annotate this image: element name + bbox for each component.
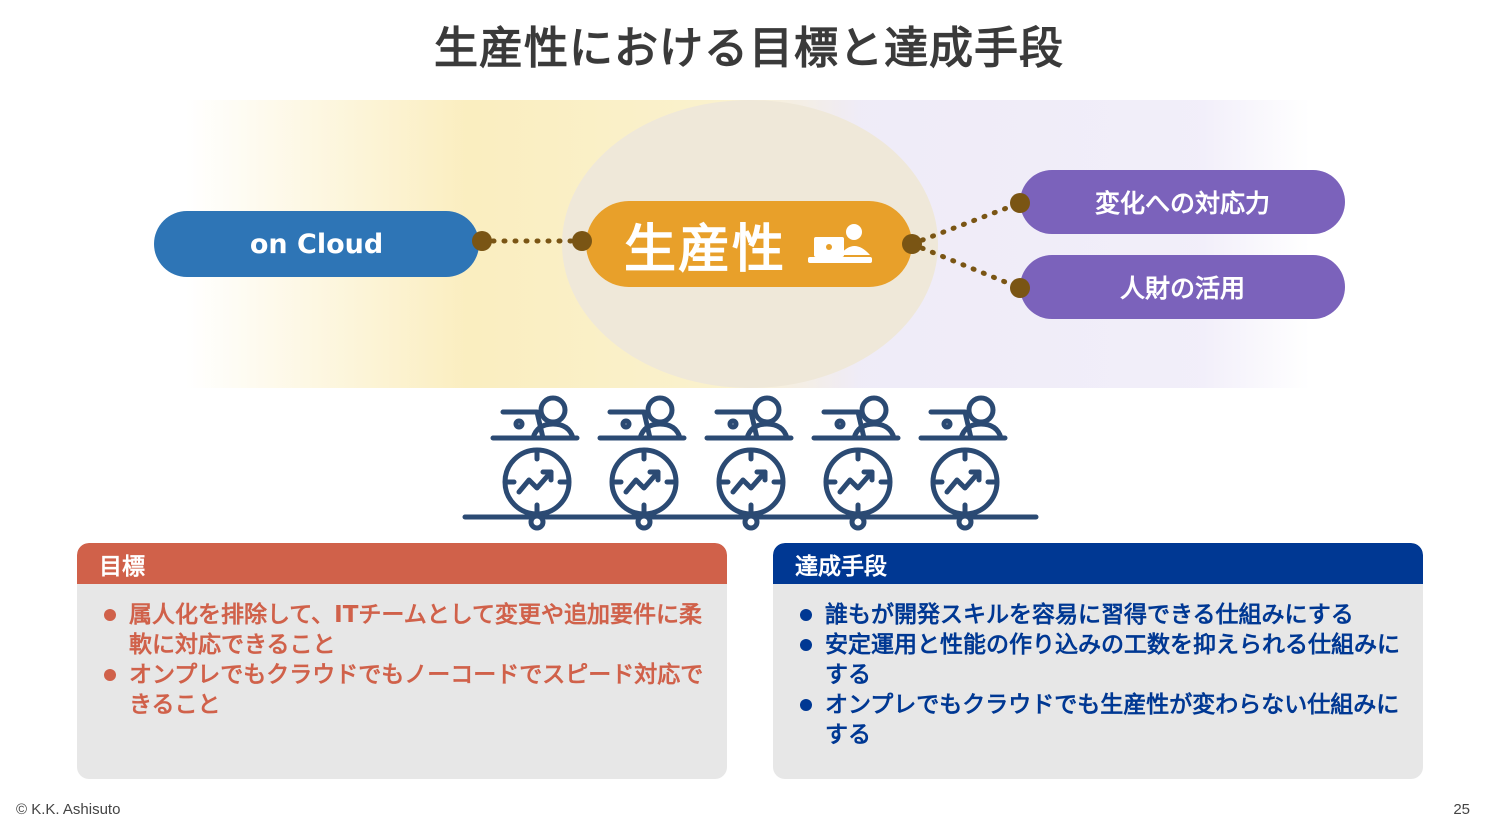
change-response-pill: 変化への対応力 bbox=[1020, 170, 1345, 234]
worker-icon-5 bbox=[921, 398, 1005, 528]
change-response-label: 変化への対応力 bbox=[1094, 189, 1270, 218]
goal-item-2: オンプレでもクラウドでもノーコードでスピード対応できること bbox=[99, 660, 707, 720]
means-item-1: 誰もが開発スキルを容易に習得できる仕組みにする bbox=[795, 600, 1403, 630]
laptop-person-icon bbox=[808, 224, 872, 263]
means-list: 誰もが開発スキルを容易に習得できる仕組みにする 安定運用と性能の作り込みの工数を… bbox=[773, 584, 1423, 750]
means-item-3: オンプレでもクラウドでも生産性が変わらない仕組みにする bbox=[795, 690, 1403, 750]
means-item-2: 安定運用と性能の作り込みの工数を抑えられる仕組みにする bbox=[795, 630, 1403, 690]
page-number: 25 bbox=[1453, 801, 1470, 818]
page-title: 生産性における目標と達成手段 bbox=[434, 23, 1064, 74]
productivity-pill: 生産性 bbox=[586, 201, 912, 287]
talent-use-pill: 人財の活用 bbox=[1020, 255, 1345, 319]
goal-panel: 目標 属人化を排除して、ITチームとして変更や追加要件に柔軟に対応できること オ… bbox=[77, 543, 727, 779]
on-cloud-label: on Cloud bbox=[249, 228, 384, 260]
copyright: © K.K. Ashisuto bbox=[16, 801, 121, 818]
talent-use-label: 人財の活用 bbox=[1119, 274, 1245, 303]
means-panel: 達成手段 誰もが開発スキルを容易に習得できる仕組みにする 安定運用と性能の作り込… bbox=[773, 543, 1423, 779]
goal-item-1: 属人化を排除して、ITチームとして変更や追加要件に柔軟に対応できること bbox=[99, 600, 707, 660]
connector-talent bbox=[909, 241, 1023, 291]
worker-icon-1 bbox=[493, 398, 577, 528]
worker-icon-4 bbox=[814, 398, 898, 528]
productivity-label: 生産性 bbox=[623, 219, 786, 280]
means-heading: 達成手段 bbox=[773, 543, 1423, 584]
on-cloud-pill: on Cloud bbox=[154, 211, 479, 277]
goal-list: 属人化を排除して、ITチームとして変更や追加要件に柔軟に対応できること オンプレ… bbox=[77, 584, 727, 720]
worker-icon-3 bbox=[707, 398, 791, 528]
connector-change bbox=[909, 200, 1023, 247]
goal-heading: 目標 bbox=[77, 543, 727, 584]
worker-icon-2 bbox=[600, 398, 684, 528]
